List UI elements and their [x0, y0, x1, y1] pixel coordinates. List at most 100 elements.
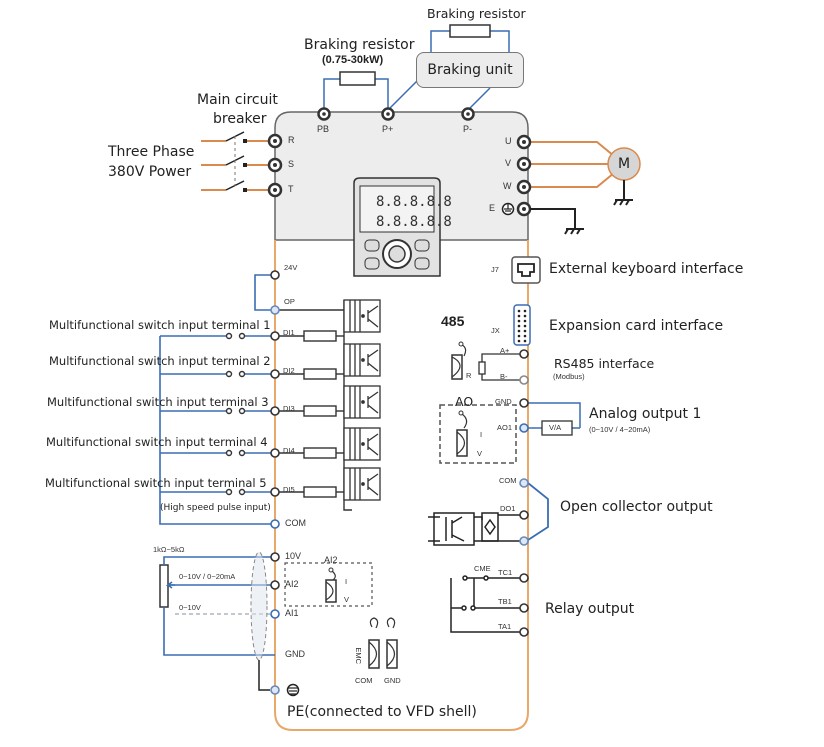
expansion-card-label: Expansion card interface [549, 318, 724, 334]
motor-label: M [618, 156, 631, 172]
ao-v-label: V [477, 449, 483, 458]
jx-connector [513, 304, 531, 346]
va-meter [541, 420, 573, 436]
di4-description: Multifunctional switch input terminal 4 [46, 435, 268, 449]
v24-label: 24V [284, 263, 298, 272]
op-24v-jumper [254, 274, 275, 311]
oc-com-label: COM [499, 476, 517, 485]
ai2-i-label: I [345, 577, 348, 586]
do1-label: DO1 [500, 504, 516, 513]
modbus-label: (Modbus) [553, 372, 585, 381]
optocouplers [343, 299, 381, 501]
di3-label: DI3 [283, 404, 295, 413]
di1-description: Multifunctional switch input terminal 1 [49, 318, 271, 332]
j7-label: J7 [491, 265, 499, 274]
emc-jumpers [368, 617, 398, 669]
breaker-label-1: Main circuit [197, 92, 278, 108]
keypad-panel: 8.8.8.8.8 8.8.8.8.8 [353, 177, 452, 277]
op-label: OP [284, 297, 295, 306]
rs485-jumper-label: 485 [441, 313, 465, 329]
pe-label: PE(connected to VFD shell) [287, 704, 477, 720]
pulse-input-note: (High speed pulse input) [160, 503, 271, 513]
svg-text:8.8.8.8.8: 8.8.8.8.8 [376, 194, 452, 210]
di1-label: DI1 [283, 328, 295, 337]
ao-jumper-box [439, 404, 517, 464]
rs485-r-label: R [466, 371, 472, 380]
left-braking-resistor-label: Braking resistor [304, 37, 415, 53]
terminal-w: W [503, 181, 512, 191]
ai2-range-label: 0~10V / 0~20mA [179, 572, 236, 581]
optocoupler-icon [343, 299, 381, 333]
va-label: V/A [549, 423, 562, 432]
ai1-label: AI1 [285, 608, 299, 618]
optocoupler-icon [343, 385, 381, 419]
di2-description: Multifunctional switch input terminal 2 [49, 354, 271, 368]
braking-unit: Braking unit [416, 52, 524, 88]
di3-description: Multifunctional switch input terminal 3 [47, 395, 269, 409]
power-source-label-2: 380V Power [108, 164, 192, 180]
earth-symbol-icon [501, 202, 515, 216]
terminal-s: S [288, 159, 295, 169]
ai2-label: AI2 [285, 579, 299, 589]
ai2-jumper-label: AI2 [324, 555, 338, 565]
rst-terminals [267, 133, 283, 198]
terminal-pb: PB [317, 124, 330, 134]
uvwe-terminals [516, 134, 532, 217]
tb1-label: TB1 [498, 597, 512, 606]
ao-jumper [456, 410, 468, 457]
cme-label: CME [474, 564, 491, 573]
ai2-v-label: V [344, 595, 350, 604]
terminal-u: U [505, 136, 512, 146]
breaker-label-2: breaker [213, 111, 267, 127]
open-collector-wire [527, 482, 549, 541]
ai1-range-label: 0~10V [179, 603, 201, 612]
braking-resistor-top [449, 24, 491, 38]
v10-label: 10V [285, 551, 302, 561]
pot-range-label: 1kΩ~5kΩ [153, 545, 185, 554]
ao-i-label: I [480, 430, 483, 439]
open-collector-circuit [428, 512, 524, 546]
terminal-r: R [288, 135, 295, 145]
control-board-outline [274, 240, 529, 731]
di-com-label: COM [285, 518, 306, 528]
jx-label: JX [491, 326, 500, 335]
analog-output-range: (0~10V / 4~20mA) [589, 425, 651, 434]
emc-com-label: COM [355, 676, 373, 685]
rs485-interface-label: RS485 interface [554, 356, 655, 371]
power-source-label-1: Three Phase [108, 144, 195, 160]
right-signal-terminals [519, 349, 529, 637]
terminal-v: V [505, 158, 512, 168]
top-braking-resistor-label: Braking resistor [427, 6, 526, 21]
ai2-jumper [325, 567, 337, 603]
braking-resistor-left [339, 71, 376, 86]
emc-label: EMC [354, 647, 364, 665]
b-minus-label: B- [500, 372, 508, 381]
ao1-wires [528, 402, 581, 429]
di-switches [225, 332, 246, 496]
analog-input-terminals [270, 552, 280, 695]
rj45-icon [517, 263, 535, 277]
external-keyboard-label: External keyboard interface [549, 261, 744, 277]
shield-cable-icon [250, 551, 268, 661]
terminal-p-plus: P+ [382, 124, 394, 134]
di5-description: Multifunctional switch input terminal 5 [45, 476, 267, 490]
relay-circuit [450, 575, 524, 633]
j7-connector [511, 256, 541, 284]
shield-ground-wire [258, 660, 270, 691]
ta1-label: TA1 [498, 622, 512, 631]
pe-earth-icon [286, 683, 300, 697]
vfd-housing [274, 111, 529, 241]
optocoupler-icon [343, 467, 381, 501]
gnd-analog-label: GND [285, 649, 305, 659]
ao1-label: AO1 [497, 423, 513, 432]
wiper-arrow-icon [165, 581, 175, 589]
di5-label: DI5 [283, 485, 295, 494]
terminal-p-minus: P- [463, 124, 472, 134]
motor-ground-icon [613, 180, 633, 206]
di-common-bus [159, 335, 275, 525]
svg-text:8.8.8.8.8: 8.8.8.8.8 [376, 214, 452, 230]
di-terminals [270, 270, 280, 529]
gnd-label: GND [495, 397, 512, 406]
power-lines [201, 131, 270, 192]
ao-jumper-label: AO [455, 394, 474, 409]
